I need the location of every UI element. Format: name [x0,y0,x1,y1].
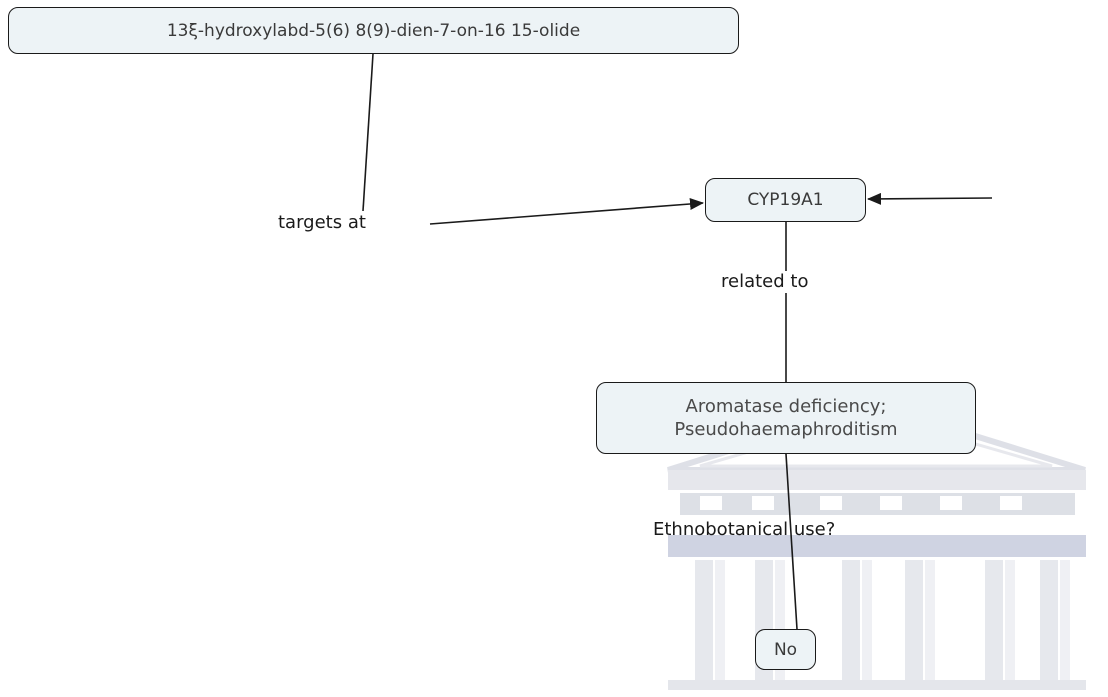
aromatase-node-line-1: Aromatase deficiency; [685,396,887,417]
no-node[interactable]: No [755,629,816,670]
link-label-related-to: related to [719,271,811,293]
link-label-targets-at: targets at [278,212,366,233]
edge-compound-to-label [362,53,374,212]
compound-node-label: 13ξ-hydroxylabd-5(6) 8(9)-dien-7-on-16 1… [166,20,581,41]
edge-incoming-right-arrow [867,192,993,205]
aromatase-node-line-2: Pseudohaemaphroditism [674,419,898,440]
link-label-ethnobotanical-use: Ethnobotanical use? [653,519,836,540]
cyp19a1-node[interactable]: CYP19A1 [705,178,866,222]
compound-node[interactable]: 13ξ-hydroxylabd-5(6) 8(9)-dien-7-on-16 1… [8,7,739,54]
no-node-label: No [773,639,798,660]
cyp19a1-node-label: CYP19A1 [747,190,824,210]
edge-aromatase-to-no [785,453,800,662]
edge-targets-at-arrow [429,198,704,225]
aromatase-deficiency-node[interactable]: Aromatase deficiency; Pseudohaemaphrodit… [596,382,976,454]
